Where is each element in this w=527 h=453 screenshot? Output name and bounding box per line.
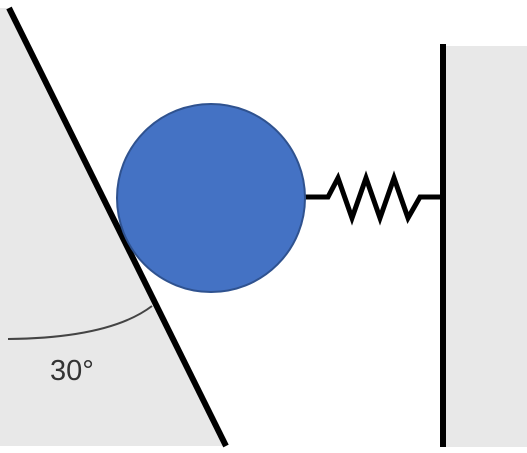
incline-line [6, 6, 229, 448]
wall-shaded-region [443, 46, 527, 447]
angle-label: 30° [50, 355, 94, 387]
ball [116, 103, 306, 293]
spring [303, 170, 443, 226]
angle-arc [7, 305, 153, 340]
